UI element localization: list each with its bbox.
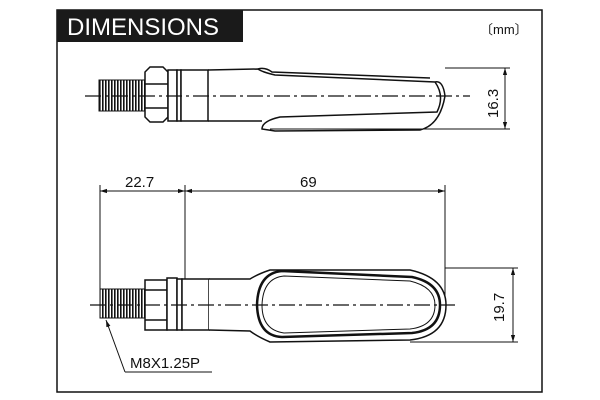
dimension-body-length: 69 [300, 174, 317, 191]
thread-spec-label: M8X1.25P [130, 355, 200, 372]
top-view [85, 66, 510, 132]
dimension-top-height: 16.3 [485, 89, 502, 118]
length-dimensions [99, 185, 446, 300]
frame [56, 9, 543, 393]
title: DIMENSIONS [67, 14, 219, 41]
bottom-view [90, 267, 518, 373]
dimension-stem-length: 22.7 [125, 174, 154, 191]
dimension-bottom-height: 19.7 [491, 293, 508, 322]
title-box [57, 10, 243, 42]
unit-label: 〔mm〕 [480, 22, 528, 37]
